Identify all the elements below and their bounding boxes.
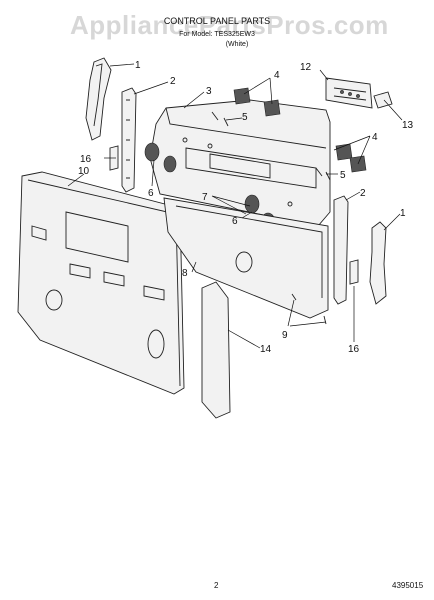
callout-9: 9 <box>282 330 288 341</box>
callout-14: 14 <box>260 344 272 355</box>
part-4-switch-upper <box>233 87 281 117</box>
part-10-back-cover <box>17 171 185 395</box>
callout-2-right: 2 <box>360 188 366 199</box>
callout-13: 13 <box>402 120 414 131</box>
part-12-overlay <box>325 77 373 109</box>
callout-12: 12 <box>300 62 312 73</box>
page-number: 2 <box>214 581 219 590</box>
part-9-screws <box>291 293 327 325</box>
callout-5-top: 5 <box>242 112 248 123</box>
callout-6-center: 6 <box>232 216 238 227</box>
part-4-switch-lower <box>335 143 367 173</box>
callout-16-left: 16 <box>80 154 92 165</box>
callout-5-right: 5 <box>340 170 346 181</box>
part-5-screw-upper <box>211 111 229 127</box>
callout-6-left: 6 <box>148 188 154 199</box>
document-number: 4395015 <box>392 581 424 590</box>
diagram-version: (White) <box>226 41 249 48</box>
callout-7: 7 <box>202 192 208 203</box>
callout-10: 10 <box>78 166 90 177</box>
callout-1-right: 1 <box>400 208 406 219</box>
part-2-bracket-left <box>121 87 137 193</box>
callout-8: 8 <box>182 268 188 279</box>
callout-2-top-left: 2 <box>170 76 176 87</box>
diagram-subtitle: For Model: TES325EW3 <box>179 31 255 38</box>
part-14-bracket <box>201 281 231 419</box>
callout-3: 3 <box>206 86 212 97</box>
part-1-endcap-left <box>85 57 112 141</box>
part-8-rear-panel <box>163 197 329 319</box>
callout-4-top: 4 <box>274 70 280 81</box>
diagram-title: CONTROL PANEL PARTS <box>164 16 270 26</box>
part-2-bracket-right <box>333 195 349 305</box>
part-16-clip-right <box>349 259 359 285</box>
watermark: AppliancePartsPros.com <box>70 10 389 40</box>
part-1-endcap-right <box>369 221 387 305</box>
callout-4-right: 4 <box>372 132 378 143</box>
part-3-control-panel <box>144 99 331 232</box>
callout-1-top-left: 1 <box>135 60 141 71</box>
callout-16-right: 16 <box>348 344 360 355</box>
part-5-screw-lower <box>315 167 331 181</box>
